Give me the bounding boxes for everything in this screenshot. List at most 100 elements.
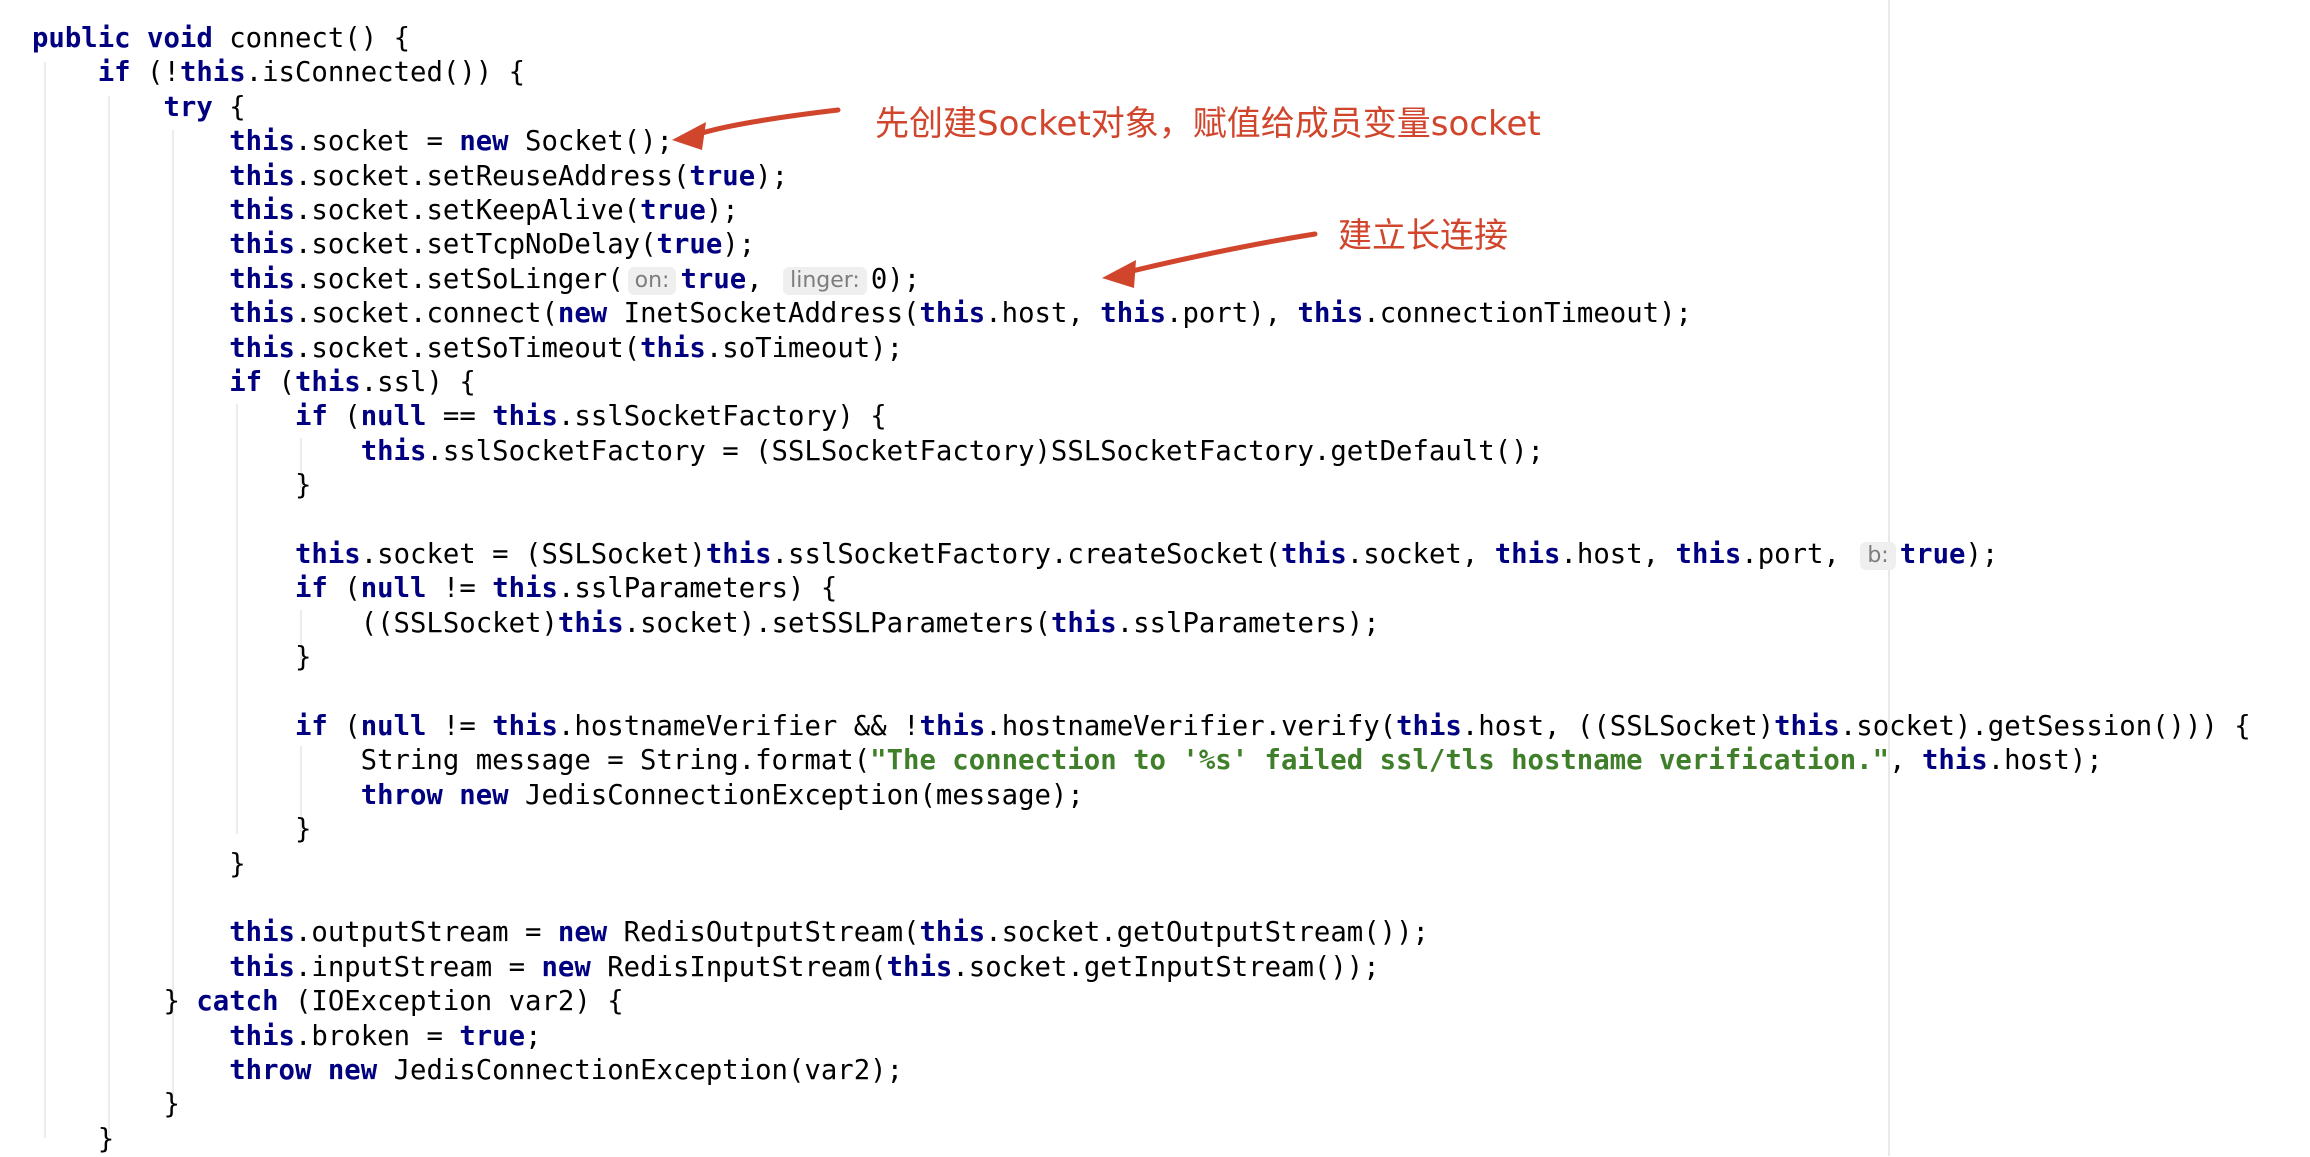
- code-keyword: this: [705, 539, 772, 570]
- code-token: 0: [870, 263, 888, 295]
- code-keyword: null: [360, 573, 427, 605]
- code-line[interactable]: this.sslSocketFactory = (SSLSocketFactor…: [32, 435, 1544, 469]
- code-line[interactable]: this.inputStream = new RedisInputStream(…: [32, 951, 1379, 985]
- code-token: InetSocketAddress(: [607, 298, 920, 330]
- code-line[interactable]: this.broken = true;: [32, 1020, 541, 1054]
- code-token: ==: [426, 401, 493, 433]
- code-token: .socket.setSoTimeout(: [294, 332, 641, 364]
- code-token: .host,: [985, 298, 1101, 330]
- code-keyword: true: [640, 195, 706, 226]
- code-token: [32, 367, 229, 398]
- code-line[interactable]: this.socket.setKeepAlive(true);: [32, 194, 739, 228]
- code-token: [443, 780, 459, 811]
- code-line[interactable]: }: [32, 469, 311, 503]
- code-token: [32, 436, 361, 467]
- code-token: [32, 333, 229, 364]
- code-line[interactable]: this.socket = new Socket();: [32, 125, 673, 159]
- code-line[interactable]: if (null == this.sslSocketFactory) {: [32, 400, 887, 434]
- code-token: }: [32, 848, 246, 880]
- code-keyword: this: [1675, 539, 1742, 570]
- code-line[interactable]: }: [32, 1123, 114, 1157]
- code-line[interactable]: }: [32, 813, 311, 847]
- code-token: (: [327, 573, 361, 605]
- code-token: }: [32, 814, 312, 846]
- code-token: [32, 298, 229, 329]
- code-line[interactable]: this.socket.setReuseAddress(true);: [32, 160, 788, 194]
- code-token: }: [32, 1089, 180, 1121]
- code-line[interactable]: this.socket.setSoTimeout(this.soTimeout)…: [32, 332, 903, 366]
- code-token: [32, 711, 295, 742]
- code-keyword: this: [229, 917, 295, 949]
- code-line[interactable]: this.socket.setSoLinger(on:true, linger:…: [32, 263, 920, 297]
- code-keyword: new: [327, 1055, 378, 1086]
- code-keyword: try: [163, 91, 213, 123]
- code-line[interactable]: throw new JedisConnectionException(messa…: [32, 779, 1084, 813]
- code-line[interactable]: ((SSLSocket)this.socket).setSSLParameter…: [32, 607, 1380, 641]
- code-token: (: [327, 711, 361, 742]
- code-token: [32, 1055, 229, 1086]
- code-token: .connectionTimeout);: [1363, 298, 1692, 330]
- code-keyword: this: [229, 951, 295, 983]
- code-keyword: true: [1899, 539, 1966, 570]
- code-keyword: this: [492, 573, 558, 605]
- code-keyword: null: [360, 401, 427, 433]
- code-line[interactable]: this.socket = (SSLSocket)this.sslSocketF…: [32, 538, 1998, 572]
- code-keyword: new: [557, 917, 608, 949]
- code-token: !=: [426, 573, 493, 605]
- code-line[interactable]: this.socket.setTcpNoDelay(true);: [32, 228, 755, 262]
- code-keyword: this: [919, 298, 986, 330]
- indent-guide: [108, 96, 110, 1136]
- code-keyword: new: [459, 126, 509, 158]
- code-token: );: [755, 160, 789, 192]
- annotation-socket-create: 先创建Socket对象，赋值给成员变量socket: [875, 104, 1541, 144]
- code-keyword: this: [229, 298, 295, 330]
- annotation-long-connection: 建立长连接: [1338, 216, 1508, 256]
- code-token: .socket = (SSLSocket): [360, 539, 706, 570]
- code-token: connect() {: [212, 23, 411, 54]
- code-token: );: [887, 263, 921, 295]
- code-keyword: void: [147, 23, 213, 54]
- code-keyword: this: [294, 367, 361, 398]
- code-line[interactable]: String message = String.format("The conn…: [32, 744, 2103, 778]
- code-line[interactable]: this.socket.connect(new InetSocketAddres…: [32, 297, 1692, 331]
- code-line[interactable]: public void connect() {: [32, 22, 410, 56]
- code-keyword: new: [557, 298, 608, 330]
- code-line[interactable]: if (this.ssl) {: [32, 366, 476, 400]
- code-token: .socket,: [1346, 539, 1495, 570]
- code-keyword: this: [1100, 298, 1167, 330]
- code-token: (: [327, 401, 361, 433]
- code-line[interactable]: }: [32, 848, 246, 882]
- code-token: RedisOutputStream(: [607, 917, 920, 949]
- code-line[interactable]: if (null != this.sslParameters) {: [32, 572, 837, 606]
- code-line[interactable]: if (!this.isConnected()) {: [32, 56, 525, 90]
- code-token: [32, 780, 361, 811]
- code-token: .host);: [1987, 745, 2103, 777]
- code-token: }: [32, 642, 312, 674]
- code-keyword: new: [541, 951, 591, 983]
- code-line[interactable]: throw new JedisConnectionException(var2)…: [32, 1054, 903, 1088]
- indent-guide: [300, 438, 302, 488]
- code-token: .socket).getSession())) {: [1839, 711, 2251, 742]
- code-keyword: this: [294, 539, 361, 570]
- code-line[interactable]: try {: [32, 91, 245, 125]
- code-line[interactable]: } catch (IOException var2) {: [32, 985, 623, 1019]
- code-keyword: true: [459, 1020, 526, 1052]
- code-string-literal: "The connection to '%s' failed ssl/tls h…: [870, 745, 1890, 777]
- code-line[interactable]: if (null != this.hostnameVerifier && !th…: [32, 710, 2251, 744]
- code-token: [131, 23, 147, 54]
- code-token: .socket.setKeepAlive(: [294, 195, 641, 226]
- code-token: ,: [746, 263, 780, 295]
- code-line[interactable]: }: [32, 641, 311, 675]
- code-line[interactable]: }: [32, 1088, 180, 1122]
- indent-guide: [172, 130, 174, 1098]
- code-token: );: [705, 195, 739, 226]
- code-keyword: this: [229, 229, 295, 261]
- code-keyword: this: [229, 1020, 295, 1052]
- code-line[interactable]: this.outputStream = new RedisOutputStrea…: [32, 916, 1429, 950]
- code-keyword: this: [919, 711, 986, 742]
- indent-guide: [236, 404, 238, 834]
- code-keyword: null: [360, 711, 427, 742]
- code-token: .socket.setReuseAddress(: [294, 160, 690, 192]
- code-keyword: this: [360, 435, 427, 467]
